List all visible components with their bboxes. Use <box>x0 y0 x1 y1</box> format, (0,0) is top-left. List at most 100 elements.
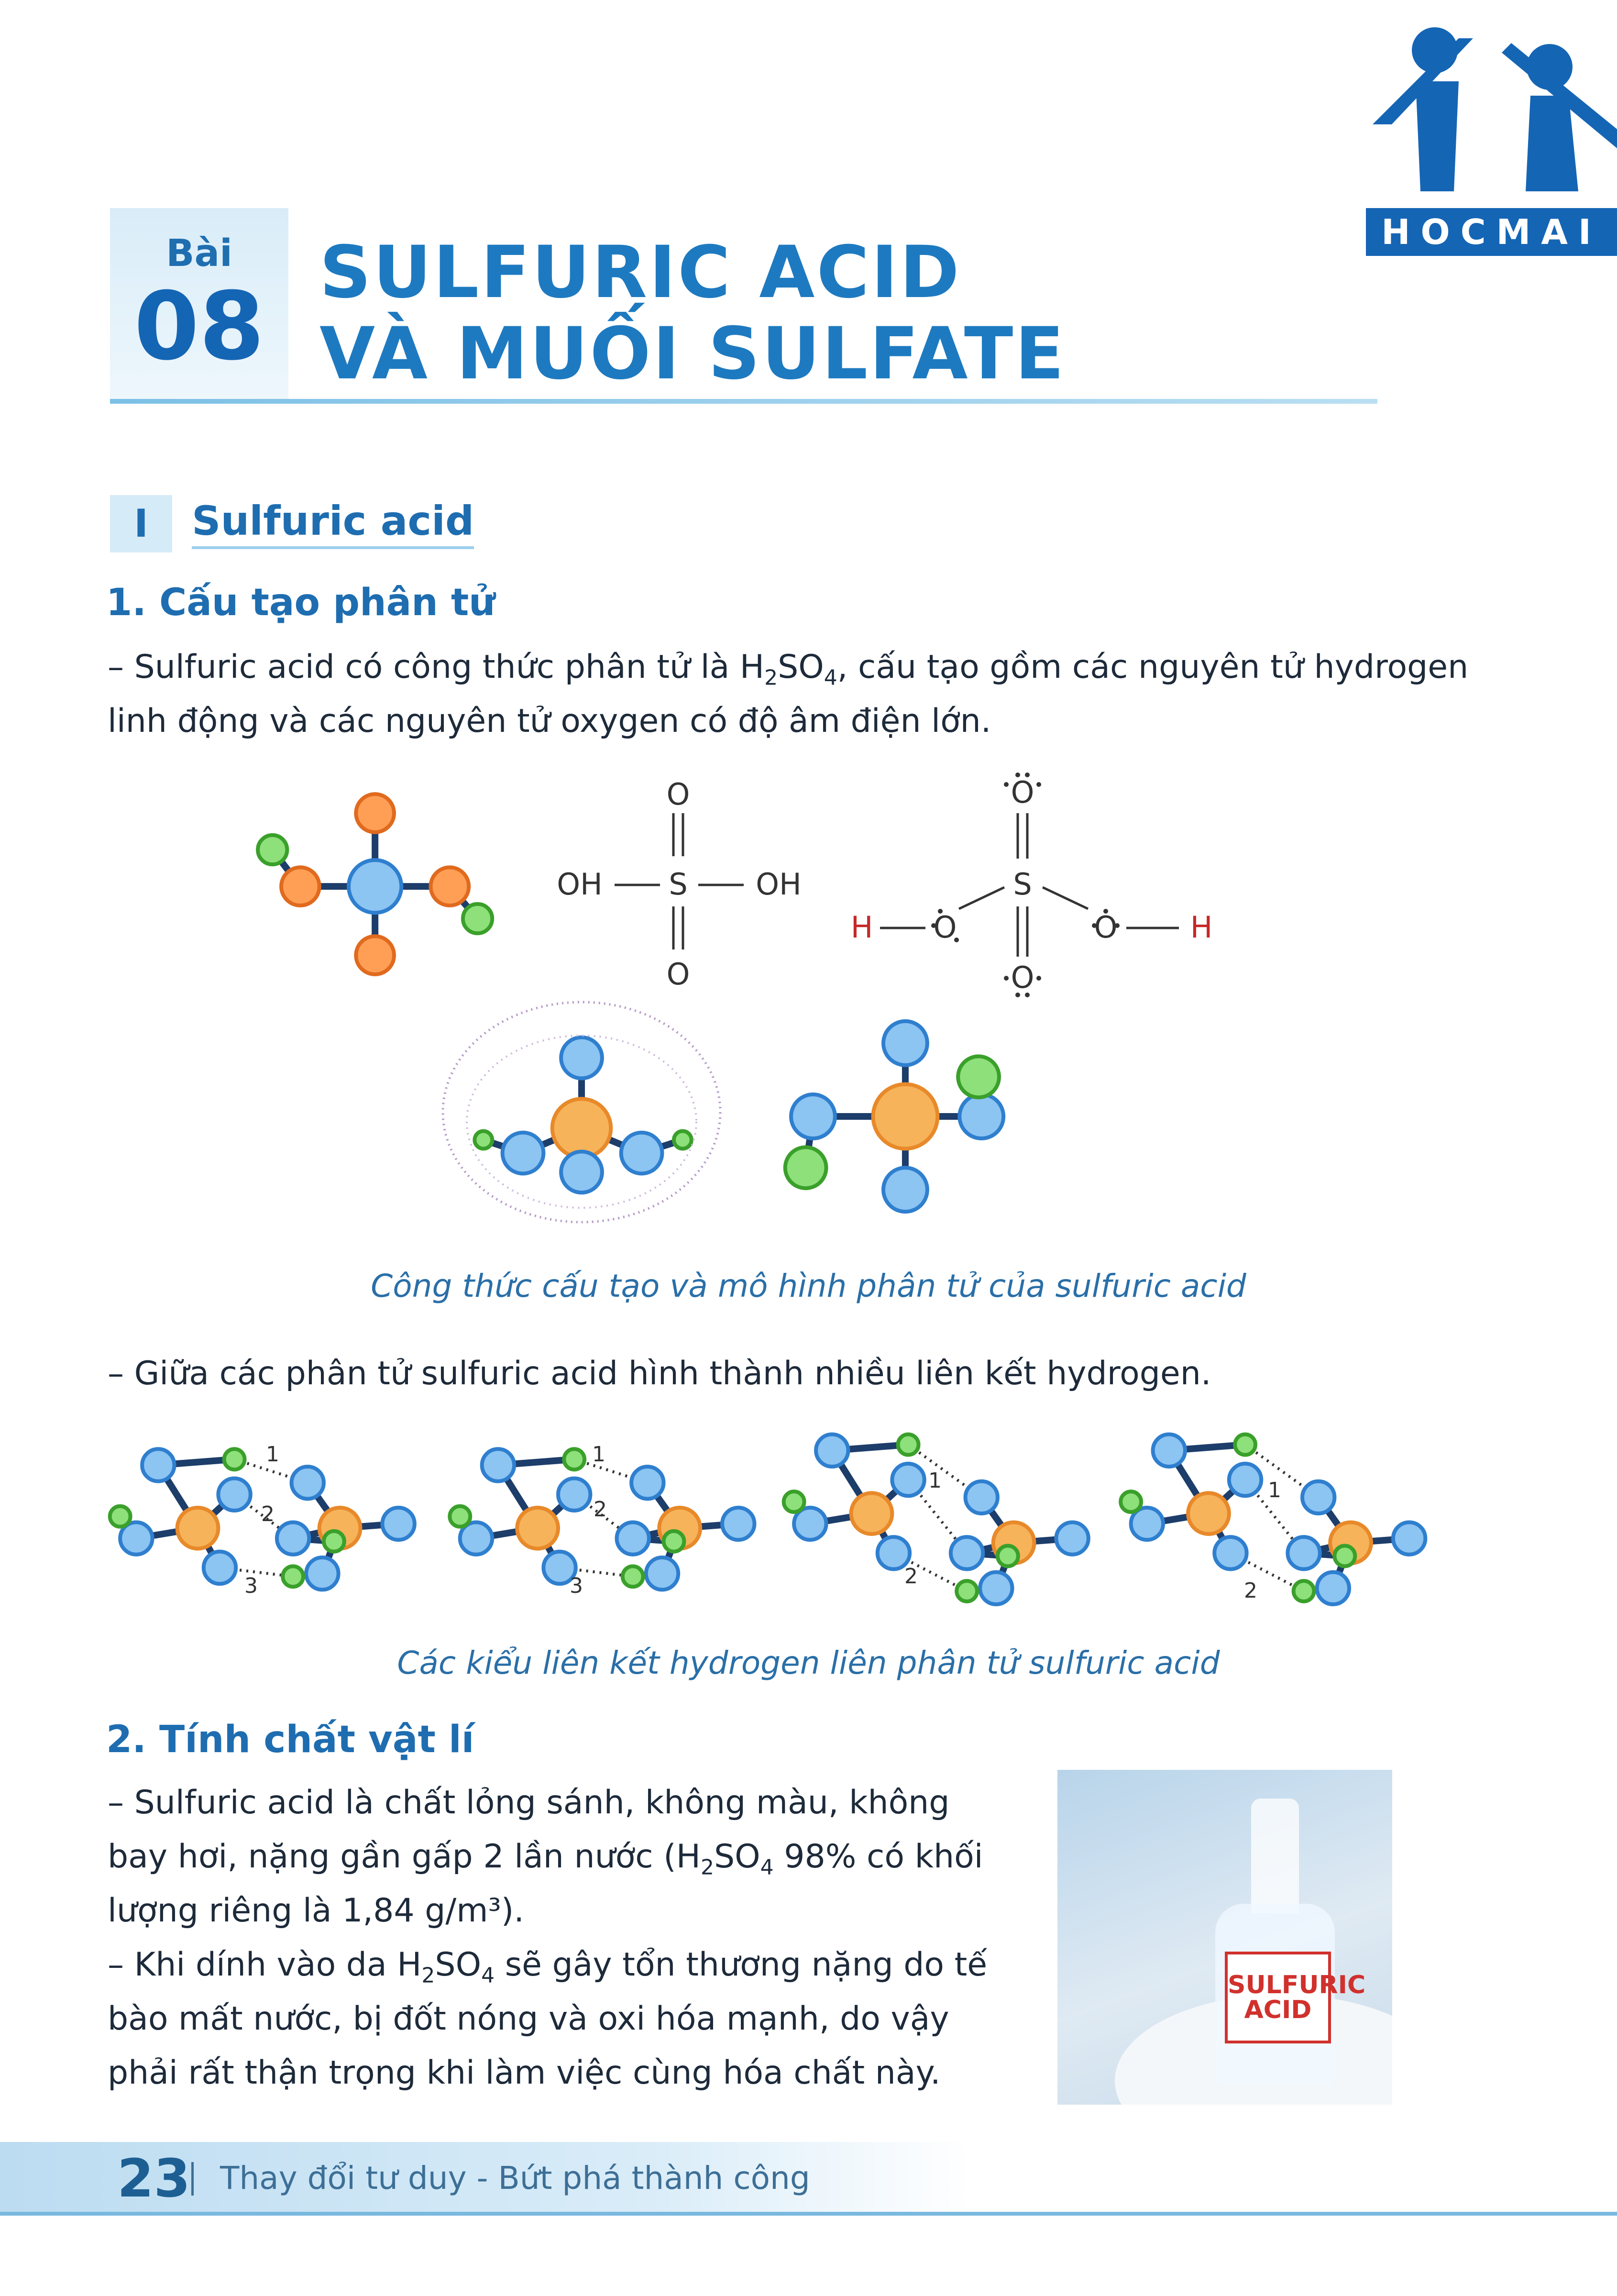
hydrogen-bond <box>220 1566 293 1578</box>
svg-text:3: 3 <box>570 1574 583 1598</box>
hydrogen-bond <box>559 1566 633 1578</box>
section-title: Sulfuric acid <box>192 497 474 549</box>
oxygen-atom <box>279 865 321 907</box>
oxygen-atom <box>1300 1479 1337 1516</box>
ball-stick-models <box>256 792 1006 1214</box>
lone-pair-dots <box>931 773 1120 997</box>
hydrogen-atom <box>473 1129 495 1151</box>
oxygen-atom <box>963 1479 1000 1516</box>
hydrogen-atom <box>321 1529 346 1554</box>
oxygen-atom <box>216 1476 253 1512</box>
hocmai-logo: HOCMAI <box>1363 10 1617 256</box>
hydrogen-atom <box>955 1578 979 1603</box>
subheading-structure: 1. Cấu tạo phân tử <box>106 581 495 624</box>
oxygen-atom <box>978 1570 1014 1606</box>
hydrogen-atom <box>956 1054 1001 1100</box>
caption-structure: Công thức cấu tạo và mô hình phân tử của… <box>371 1268 1246 1304</box>
svg-text:O: O <box>667 777 690 812</box>
physical-line3: lượng riêng là 1,84 g/m³). <box>108 1892 524 1930</box>
oxygen-atom <box>1212 1535 1249 1571</box>
oxygen-atom <box>1151 1432 1187 1469</box>
svg-text:2: 2 <box>261 1502 275 1526</box>
svg-text:1: 1 <box>928 1468 942 1493</box>
footer-separator <box>191 2162 194 2196</box>
svg-text:3: 3 <box>244 1574 258 1598</box>
svg-text:H: H <box>1190 910 1213 945</box>
oxygen-atom <box>1286 1535 1322 1571</box>
oxygen-atom <box>1227 1461 1264 1498</box>
oxygen-atom <box>500 1130 546 1176</box>
oxygen-atom <box>1054 1520 1090 1556</box>
hydrogen-bond <box>907 1479 968 1554</box>
oxygen-atom <box>559 1035 604 1081</box>
oxygen-atom <box>346 858 404 915</box>
hydrogen-atom <box>1332 1544 1357 1568</box>
oxygen-atom <box>615 1520 651 1556</box>
title-divider <box>110 399 1377 404</box>
oxygen-atom <box>644 1555 681 1592</box>
structure-paragraph-line1: – Sulfuric acid có công thức phân tử là … <box>108 648 1469 690</box>
oxygen-atom <box>948 1535 985 1571</box>
sulfur-atom <box>550 1097 613 1159</box>
hydrogen-bond-models <box>108 1432 1428 1606</box>
hydrogen-atom <box>781 1490 806 1514</box>
hbond-paragraph: – Giữa các phân tử sulfuric acid hình th… <box>108 1355 1211 1392</box>
hydrogen-atom <box>1291 1578 1316 1603</box>
svg-text:O: O <box>1011 775 1034 810</box>
sulfur-atom <box>1186 1491 1231 1536</box>
svg-text:O: O <box>1011 960 1034 995</box>
subheading-physical: 2. Tính chất vật lí <box>106 1718 474 1761</box>
svg-text:1: 1 <box>592 1442 605 1467</box>
lesson-title-line2: VÀ MUỐI SULFATE <box>319 312 1066 396</box>
lesson-number: 08 <box>134 272 264 381</box>
hydrogen-atom <box>783 1145 828 1191</box>
hydrogen-atom <box>222 1447 247 1472</box>
oxygen-atom <box>875 1535 912 1571</box>
svg-text:OH: OH <box>756 867 801 902</box>
physical-line2: bay hơi, nặng gần gấp 2 lần nước (H2SO4 … <box>108 1838 983 1880</box>
oxygen-atom <box>458 1520 495 1556</box>
hydrogen-atom <box>995 1544 1020 1568</box>
svg-text:1: 1 <box>1268 1478 1281 1502</box>
oxygen-atom <box>814 1432 850 1469</box>
svg-text:H: H <box>851 910 873 945</box>
page-number: 23 <box>117 2148 191 2209</box>
hydrogen-atom <box>896 1432 921 1457</box>
oxygen-atom <box>354 792 396 834</box>
hydrogen-atom <box>108 1504 132 1529</box>
hydrogen-atom <box>620 1564 645 1589</box>
oxygen-atom <box>1315 1570 1352 1606</box>
svg-text:2: 2 <box>1244 1578 1257 1603</box>
physical-line5: bào mất nước, bị đốt nóng và oxi hóa mạn… <box>108 2000 949 2038</box>
hydrogen-atom <box>256 833 289 867</box>
footer-slogan: Thay đổi tư duy - Bứt phá thành công <box>220 2160 810 2197</box>
electron-cloud <box>441 1001 722 1224</box>
oxygen-atom <box>429 865 471 907</box>
oxygen-atom <box>957 1093 1006 1140</box>
oxygen-atom <box>559 1149 604 1195</box>
physical-line6: phải rất thận trọng khi làm việc cùng hó… <box>108 2054 941 2092</box>
hydrogen-atom <box>661 1529 686 1554</box>
sulfur-atom <box>175 1505 220 1551</box>
svg-text:OH: OH <box>557 867 602 902</box>
hydrogen-atom <box>461 902 495 936</box>
oxygen-atom <box>792 1505 828 1542</box>
physical-line1: – Sulfuric acid là chất lỏng sánh, không… <box>108 1784 950 1821</box>
footer-line <box>0 2212 1617 2216</box>
oxygen-atom <box>275 1520 311 1556</box>
people-logo-icon <box>1373 27 1617 191</box>
hydrogen-atom <box>671 1129 693 1151</box>
hydrogen-bond <box>1244 1479 1305 1554</box>
svg-text:1: 1 <box>266 1442 279 1467</box>
svg-text:O: O <box>934 910 957 945</box>
structural-formula-1: O S OH OH O <box>557 777 801 992</box>
sulfur-atom <box>871 1082 940 1151</box>
lesson-word: Bài <box>166 232 232 275</box>
hydrogen-atom <box>562 1447 587 1472</box>
oxygen-atom <box>789 1093 837 1140</box>
caption-hbond: Các kiểu liên kết hydrogen liên phân tử … <box>397 1645 1220 1681</box>
oxygen-atom <box>556 1476 593 1512</box>
